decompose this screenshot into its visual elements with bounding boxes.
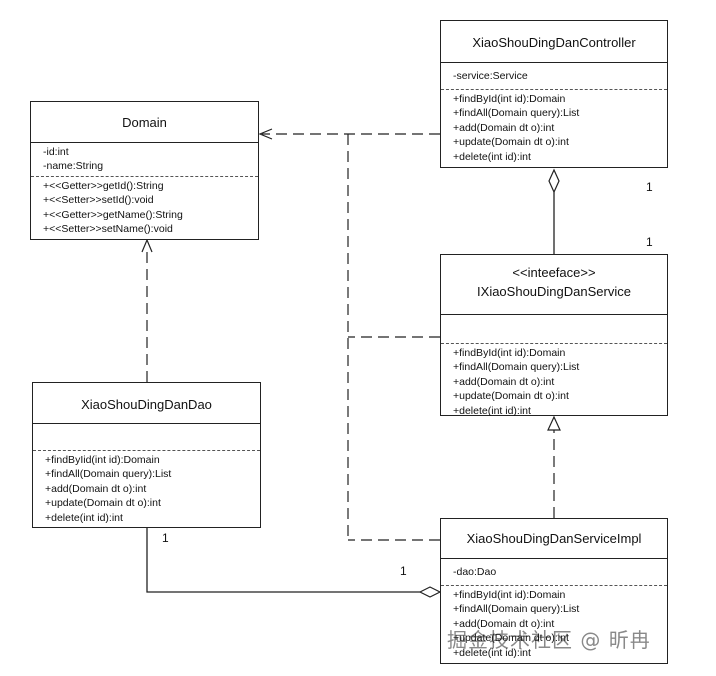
method: +delete(int id):int	[453, 150, 531, 163]
multiplicity-impl: 1	[400, 564, 407, 578]
multiplicity-controller: 1	[646, 180, 653, 194]
method: +update(Domain dt o):int	[453, 136, 569, 149]
method: +findByIid(int id):Domain	[45, 454, 160, 466]
class-service-impl: XiaoShouDingDanServiceImpl -dao:Dao +fin…	[440, 518, 668, 664]
attribute: -name:String	[43, 160, 104, 173]
watermark: 掘金技术社区 @ 昕冉	[447, 628, 651, 652]
interface-stereotype: <<inteeface>>	[512, 265, 596, 280]
method: +delete(int id):int	[45, 511, 123, 524]
attribute-list	[33, 424, 260, 450]
class-name: XiaoShouDingDanDao	[81, 397, 212, 412]
method: +add(Domain dt o):int	[453, 375, 555, 388]
attribute-list: -dao:Dao	[441, 559, 667, 585]
attribute-list: -id:int -name:String	[31, 143, 258, 176]
method-list: +findByIid(int id):Domain +findAll(Domai…	[33, 451, 260, 525]
multiplicity-service: 1	[646, 235, 653, 249]
method: +<<Getter>>getName():String	[43, 208, 183, 221]
aggregation-diamond-impl	[418, 586, 442, 598]
class-dao: XiaoShouDingDanDao +findByIid(int id):Do…	[32, 382, 261, 528]
method: +findAll(Domain query):List	[453, 603, 580, 616]
arrowhead-domain-right	[258, 128, 273, 140]
method: +findAll(Domain query):List	[453, 107, 580, 120]
method: +<<Setter>>setId():void	[43, 194, 154, 207]
class-name: XiaoShouDingDanController	[472, 35, 636, 50]
method-list: +findById(int id):Domain +findAll(Domain…	[441, 586, 667, 660]
method: +update(Domain dt o):int	[453, 390, 569, 403]
method-list: +findById(int id):Domain +findAll(Domain…	[441, 90, 667, 164]
method-list: +findById(int id):Domain +findAll(Domain…	[441, 344, 667, 418]
method: +delete(int id):int	[453, 646, 531, 659]
aggregation-impl-dao	[146, 528, 420, 593]
arrowhead-domain-bottom	[141, 238, 153, 253]
interface-name: IXiaoShouDingDanService	[477, 284, 631, 299]
realization-triangle	[547, 415, 561, 431]
method: +update(Domain dt o):int	[453, 632, 569, 645]
class-controller: XiaoShouDingDanController -service:Servi…	[440, 20, 668, 168]
method: +add(Domain dt o):int	[453, 617, 555, 630]
attribute: -id:int	[43, 146, 69, 158]
attribute-list: -service:Service	[441, 63, 667, 89]
method: +findAll(Domain query):List	[45, 468, 172, 481]
attribute: -service:Service	[453, 70, 528, 82]
class-name: XiaoShouDingDanServiceImpl	[466, 531, 642, 546]
class-domain: Domain -id:int -name:String +<<Getter>>g…	[30, 101, 259, 240]
method: +findById(int id):Domain	[453, 589, 566, 601]
method: +<<Setter>>setName():void	[43, 223, 173, 236]
method: +findById(int id):Domain	[453, 93, 566, 105]
method: +findAll(Domain query):List	[453, 361, 580, 374]
method: +add(Domain dt o):int	[45, 482, 147, 495]
method: +findById(int id):Domain	[453, 347, 566, 359]
interface-service: <<inteeface>> IXiaoShouDingDanService +f…	[440, 254, 668, 418]
method-list: +<<Getter>>getId():String +<<Setter>>set…	[31, 177, 258, 237]
aggregation-diamond-controller	[548, 168, 560, 194]
class-name: Domain	[122, 115, 167, 130]
method: +delete(int id):int	[453, 404, 531, 417]
method: +add(Domain dt o):int	[453, 121, 555, 134]
method: +update(Domain dt o):int	[45, 497, 161, 510]
attribute: -dao:Dao	[453, 566, 497, 578]
attribute-list	[441, 315, 667, 343]
method: +<<Getter>>getId():String	[43, 180, 164, 192]
multiplicity-dao: 1	[162, 531, 169, 545]
